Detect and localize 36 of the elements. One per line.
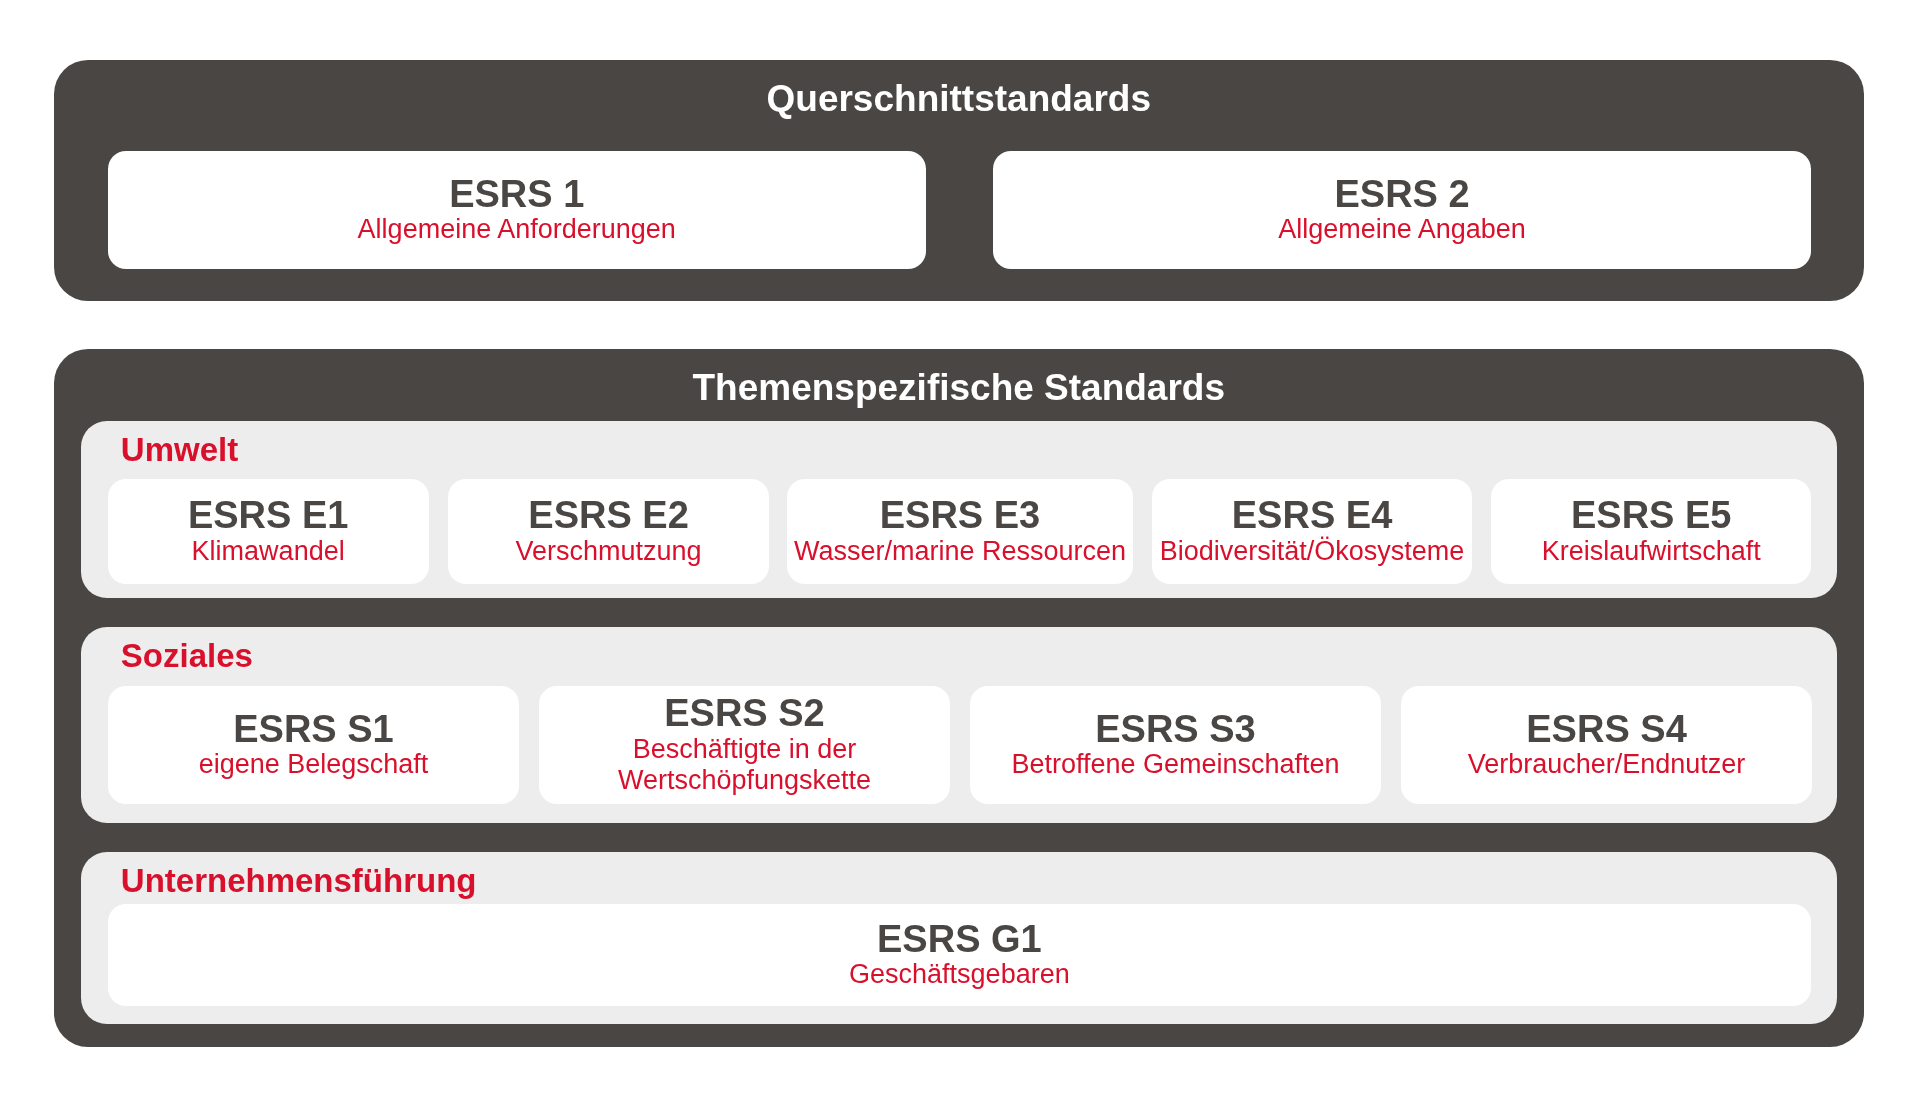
card-subtitle: Wasser/marine Ressourcen: [793, 535, 1127, 567]
standard-card: [993, 150, 1811, 270]
card-title: ESRS E2: [528, 495, 689, 536]
card-title: ESRS S4: [1526, 709, 1687, 750]
card-title: ESRS E4: [1231, 495, 1393, 536]
card-title: ESRS 2: [1334, 174, 1470, 215]
category-panel: [80, 852, 1837, 1024]
category-heading: Soziales: [120, 636, 253, 675]
category-panel: [80, 626, 1837, 823]
category-heading: Unternehmensführung: [120, 862, 477, 901]
category-panel: [80, 421, 1837, 598]
card-subtitle: Biodiversität/Ökosysteme: [1159, 535, 1465, 567]
section-panel: [53, 60, 1864, 302]
card-title: ESRS 1: [449, 174, 585, 215]
category-heading: Umwelt: [120, 431, 239, 470]
card-subtitle: eigene Belegschaft: [198, 749, 429, 781]
card-subtitle: Betroffene Gemeinschaften: [1011, 749, 1340, 781]
card-title: ESRS S2: [664, 694, 825, 734]
card-subtitle: Klimawandel: [191, 535, 345, 567]
section-heading: Querschnittstandards: [765, 78, 1152, 120]
section-panel: [53, 348, 1864, 1047]
card-title: ESRS E1: [187, 495, 349, 536]
card-title: ESRS E5: [1570, 495, 1732, 536]
card-subtitle: Kreislaufwirtschaft: [1541, 535, 1761, 567]
card-title: ESRS G1: [877, 919, 1042, 960]
card-subtitle: Allgemeine Anforderungen: [357, 214, 676, 246]
card-title: ESRS S3: [1095, 709, 1256, 750]
card-title: ESRS E3: [879, 495, 1041, 536]
card-subtitle: Beschäftigte in der Wertschöpfungskette: [616, 733, 873, 797]
card-title: ESRS S1: [233, 709, 394, 750]
card-subtitle: Verbraucher/Endnutzer: [1467, 749, 1746, 781]
card-subtitle: Geschäftsgebaren: [849, 959, 1070, 991]
standard-card: [107, 150, 926, 270]
section-heading: Themenspezifische Standards: [691, 366, 1227, 409]
card-subtitle: Verschmutzung: [515, 535, 702, 567]
card-subtitle: Allgemeine Angaben: [1278, 214, 1526, 246]
